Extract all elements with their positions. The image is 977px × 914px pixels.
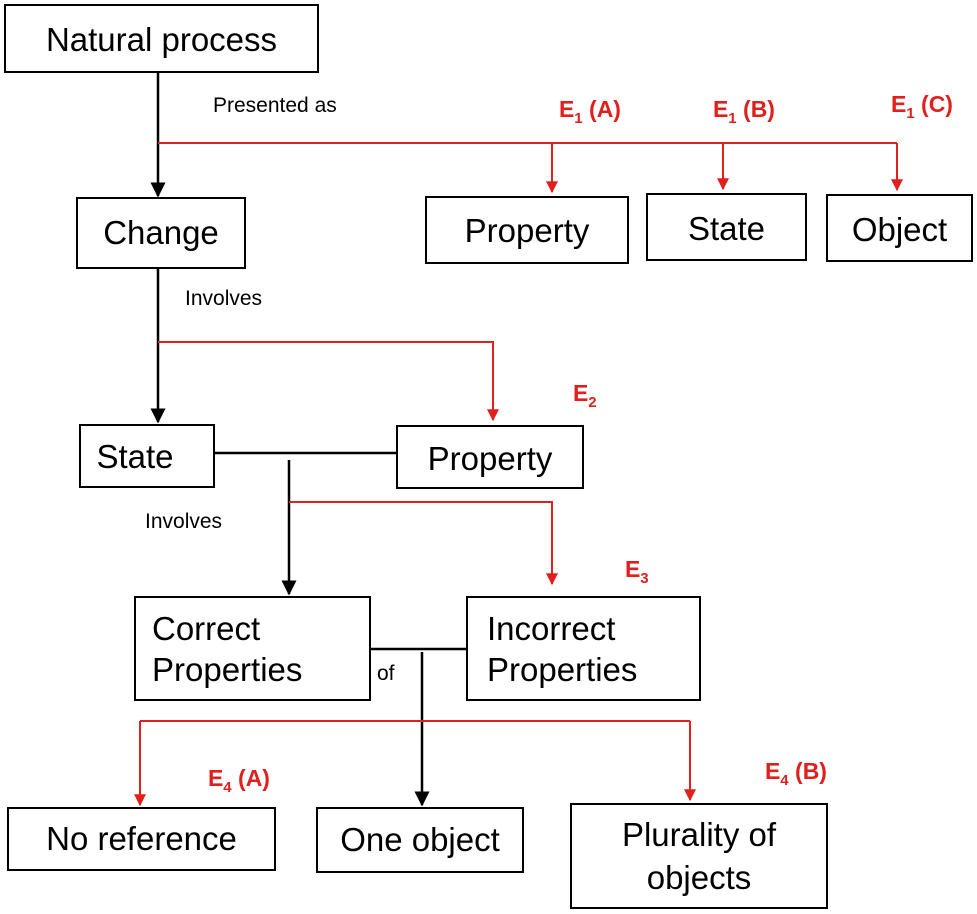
plurality-of-objects-node: Plurality of objects [570,803,828,909]
e2-label: E2 [541,380,616,412]
state-node: State [79,424,215,488]
incorrect-properties-line2: Properties [487,651,637,688]
property-text: Property [428,440,553,477]
natural-process-text: Natural process [46,21,277,58]
e3-label: E3 [593,556,668,588]
property-node: Property [396,425,584,489]
correct-properties-line1: Correct [152,610,260,647]
involves-label-1: Involves [185,287,262,310]
natural-process-node: Natural process [4,4,319,73]
property-e1-text: Property [465,212,590,249]
no-reference-node: No reference [7,807,276,871]
e4b-label: E4 (B) [733,758,846,789]
incorrect-properties-node: Incorrect Properties [466,596,701,701]
state-e1-node: State [646,193,807,261]
e4a-label: E4 (A) [176,765,289,796]
incorrect-properties-line1: Incorrect [487,610,615,647]
change-node: Change [76,197,246,269]
correct-properties-node: Correct Properties [134,596,371,701]
change-text: Change [103,214,219,251]
of-label: of [377,662,395,685]
object-text: Object [852,211,947,248]
property-e1-node: Property [425,196,629,264]
e1c-label: E1 (C) [859,91,972,122]
one-object-text: One object [340,821,500,858]
e1b-label: E1 (B) [681,96,794,127]
plurality-line1: Plurality of [622,816,777,853]
no-reference-text: No reference [46,820,237,857]
plurality-line2: objects [647,859,752,896]
object-node: Object [826,194,973,262]
e1a-label: E1 (A) [527,96,640,127]
e2-arrow [158,341,499,422]
state-text: State [96,438,173,475]
state-e1-text: State [688,210,765,247]
correct-properties-line2: Properties [152,651,302,688]
e3-arrow [289,501,558,586]
one-object-node: One object [316,807,524,873]
presented-as-label: Presented as [213,94,337,117]
involves-label-2: Involves [145,510,222,533]
